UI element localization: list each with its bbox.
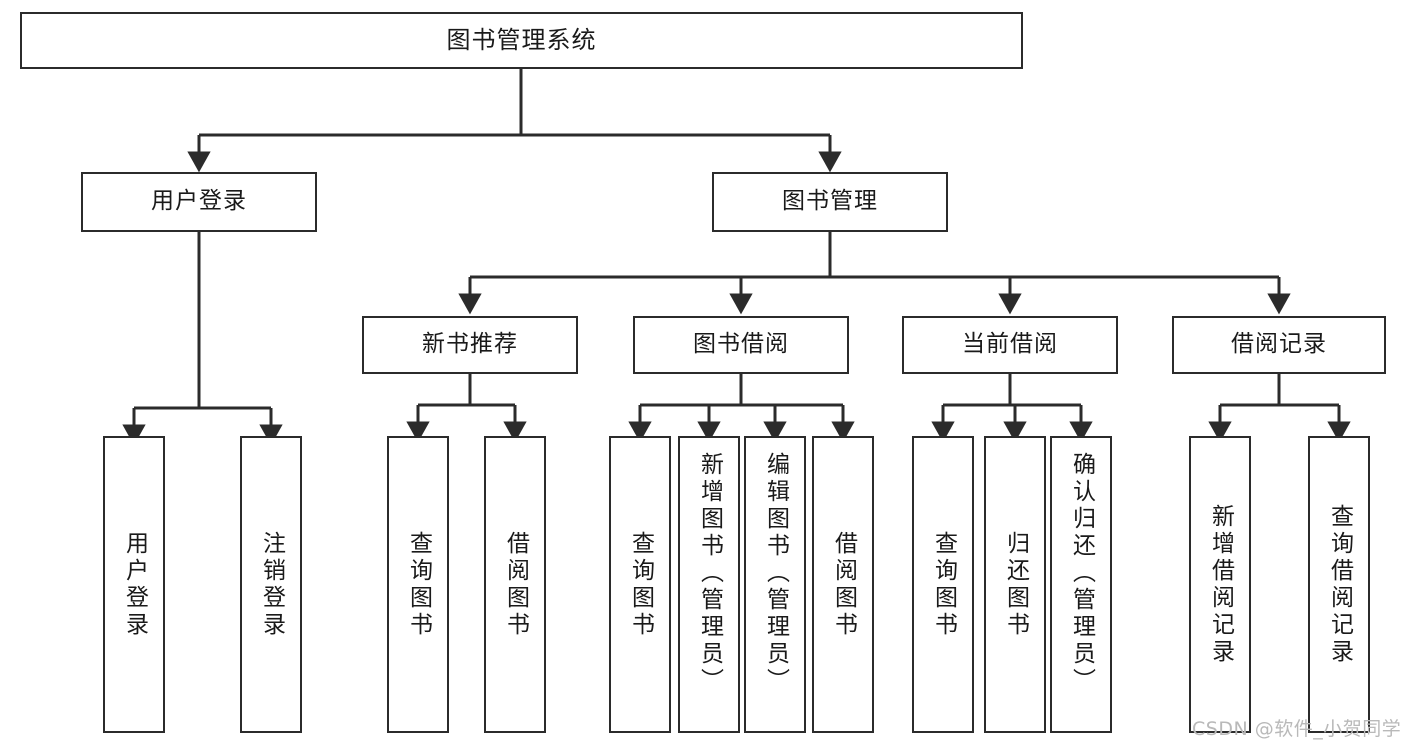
node-label: 图书管理系统	[446, 26, 597, 55]
node-label: 用户登录	[151, 188, 247, 215]
leaf-query-borrow-record[interactable]: 查询借阅记录	[1308, 436, 1370, 733]
node-label: 查询图书	[930, 530, 957, 639]
node-label: 归还图书	[1002, 530, 1029, 639]
node-label: 查询图书	[405, 530, 432, 639]
node-label: 新增借阅记录	[1207, 503, 1234, 666]
node-book-management[interactable]: 图书管理	[712, 172, 948, 232]
node-label: 图书管理	[782, 188, 878, 215]
node-current-borrowing[interactable]: 当前借阅	[902, 316, 1118, 374]
leaf-user-login[interactable]: 用户登录	[103, 436, 165, 733]
node-label: 借阅图书	[830, 530, 857, 639]
node-label: 新书推荐	[422, 331, 518, 358]
leaf-query-book-current[interactable]: 查询图书	[912, 436, 974, 733]
leaf-edit-book-admin[interactable]: 编辑图书（管理员）	[744, 436, 806, 733]
node-label: 查询借阅记录	[1326, 503, 1353, 666]
node-label: 借阅记录	[1231, 331, 1327, 358]
leaf-add-book-admin[interactable]: 新增图书（管理员）	[678, 436, 740, 733]
node-user-login[interactable]: 用户登录	[81, 172, 317, 232]
node-label: 当前借阅	[962, 331, 1058, 358]
node-book-borrowing[interactable]: 图书借阅	[633, 316, 849, 374]
node-label: 注销登录	[258, 530, 285, 639]
leaf-borrow-book[interactable]: 借阅图书	[812, 436, 874, 733]
leaf-borrow-book-recommend[interactable]: 借阅图书	[484, 436, 546, 733]
watermark: CSDN @软件_小贺同学	[1192, 718, 1402, 740]
node-label: 图书借阅	[693, 331, 789, 358]
node-borrowing-records[interactable]: 借阅记录	[1172, 316, 1386, 374]
node-label: 用户登录	[121, 530, 148, 639]
leaf-return-book[interactable]: 归还图书	[984, 436, 1046, 733]
node-label: 确认归还（管理员）	[1068, 452, 1095, 695]
node-label: 新增图书（管理员）	[696, 452, 723, 695]
leaf-query-book-borrowing[interactable]: 查询图书	[609, 436, 671, 733]
leaf-confirm-return-admin[interactable]: 确认归还（管理员）	[1050, 436, 1112, 733]
node-label: 编辑图书（管理员）	[762, 452, 789, 695]
leaf-add-borrow-record[interactable]: 新增借阅记录	[1189, 436, 1251, 733]
node-root-library-system[interactable]: 图书管理系统	[20, 12, 1023, 69]
node-new-book-recommendation[interactable]: 新书推荐	[362, 316, 578, 374]
node-label: 查询图书	[627, 530, 654, 639]
node-label: 借阅图书	[502, 530, 529, 639]
leaf-query-book-recommend[interactable]: 查询图书	[387, 436, 449, 733]
leaf-logout[interactable]: 注销登录	[240, 436, 302, 733]
